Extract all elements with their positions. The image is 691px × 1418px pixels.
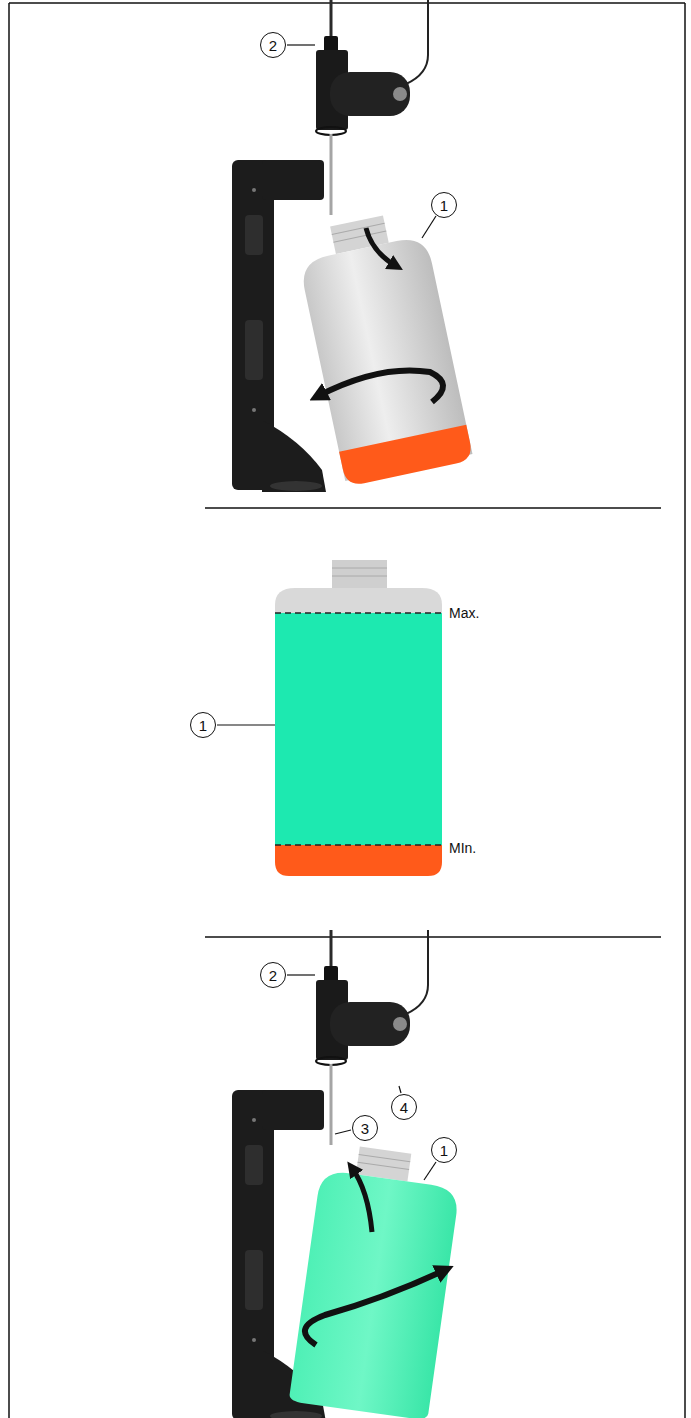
callout-number: 2: [260, 962, 286, 988]
level-mark: MIn.: [447, 840, 478, 856]
callout-number: 1: [431, 192, 457, 218]
callout-number: 1: [431, 1137, 457, 1163]
callout-number: 3: [352, 1115, 378, 1141]
callout-number: 4: [391, 1094, 417, 1120]
callout-number: 2: [260, 32, 286, 58]
callout-number: 1: [190, 712, 216, 738]
level-mark: Max.: [447, 605, 481, 621]
